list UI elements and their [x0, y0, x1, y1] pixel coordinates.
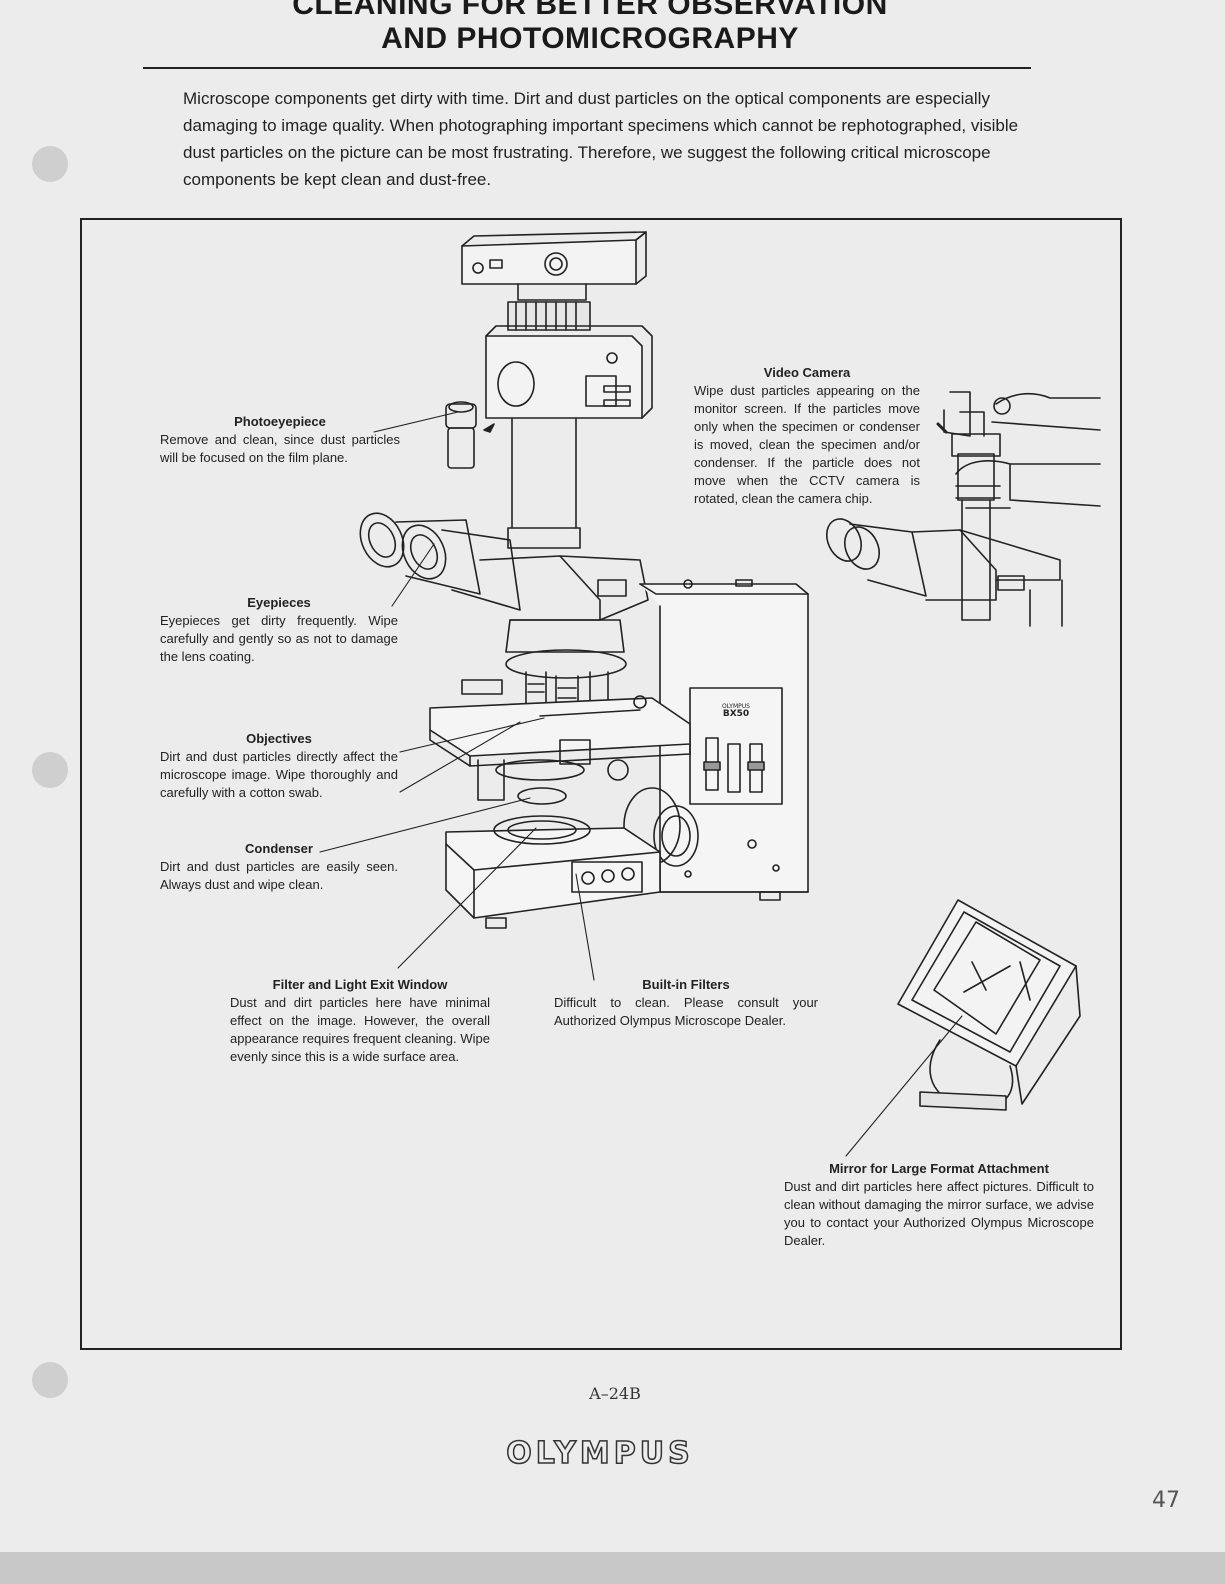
callout-filter-window-title: Filter and Light Exit Window	[272, 977, 448, 992]
page-title-line2: AND PHOTOMICROGRAPHY	[381, 22, 799, 55]
callout-objectives: Objectives Dirt and dust particles direc…	[160, 730, 398, 802]
callout-mirror-text: Dust and dirt particles here affect pict…	[784, 1179, 1094, 1248]
callout-eyepieces-text: Eyepieces get dirty frequently. Wipe car…	[160, 613, 398, 664]
callout-video-camera: Video Camera Wipe dust particles appeari…	[694, 364, 920, 508]
callout-video-camera-text: Wipe dust particles appearing on the mon…	[694, 383, 920, 506]
callout-filter-window-text: Dust and dirt particles here have minima…	[230, 995, 490, 1064]
callout-condenser: Condenser Dirt and dust particles are ea…	[160, 840, 398, 894]
handwritten-page-number: 47	[1152, 1488, 1180, 1513]
callout-objectives-text: Dirt and dust particles directly affect …	[160, 749, 398, 800]
callout-eyepieces: Eyepieces Eyepieces get dirty frequently…	[160, 594, 398, 666]
callout-objectives-title: Objectives	[246, 731, 312, 746]
olympus-logo: OLYMPUS	[506, 1435, 694, 1472]
callout-builtin-filters: Built-in Filters Difficult to clean. Ple…	[554, 976, 818, 1030]
callout-mirror: Mirror for Large Format Attachment Dust …	[784, 1160, 1094, 1250]
diagram-frame	[80, 218, 1122, 1350]
binder-hole-bottom	[32, 1362, 68, 1398]
intro-paragraph: Microscope components get dirty with tim…	[183, 89, 1019, 189]
binder-hole-top	[32, 146, 68, 182]
callout-condenser-text: Dirt and dust particles are easily seen.…	[160, 859, 398, 892]
callout-photoeyepiece-title: Photoeyepiece	[234, 414, 326, 429]
scan-bottom-edge	[0, 1552, 1225, 1584]
callout-filter-window: Filter and Light Exit Window Dust and di…	[230, 976, 490, 1066]
title-rule	[143, 67, 1031, 69]
callout-builtin-filters-title: Built-in Filters	[642, 977, 730, 992]
callout-video-camera-title: Video Camera	[763, 365, 851, 380]
page-number: A–24B	[589, 1384, 641, 1403]
callout-photoeyepiece: Photoeyepiece Remove and clean, since du…	[160, 413, 400, 467]
callout-photoeyepiece-text: Remove and clean, since dust particles w…	[160, 432, 400, 465]
page-title-line1: CLEANING FOR BETTER OBSERVATION	[292, 0, 888, 21]
callout-mirror-title: Mirror for Large Format Attachment	[829, 1161, 1049, 1176]
callout-builtin-filters-text: Difficult to clean. Please consult your …	[554, 995, 818, 1028]
callout-eyepieces-title: Eyepieces	[247, 595, 311, 610]
callout-condenser-title: Condenser	[245, 841, 313, 856]
binder-hole-middle	[32, 752, 68, 788]
